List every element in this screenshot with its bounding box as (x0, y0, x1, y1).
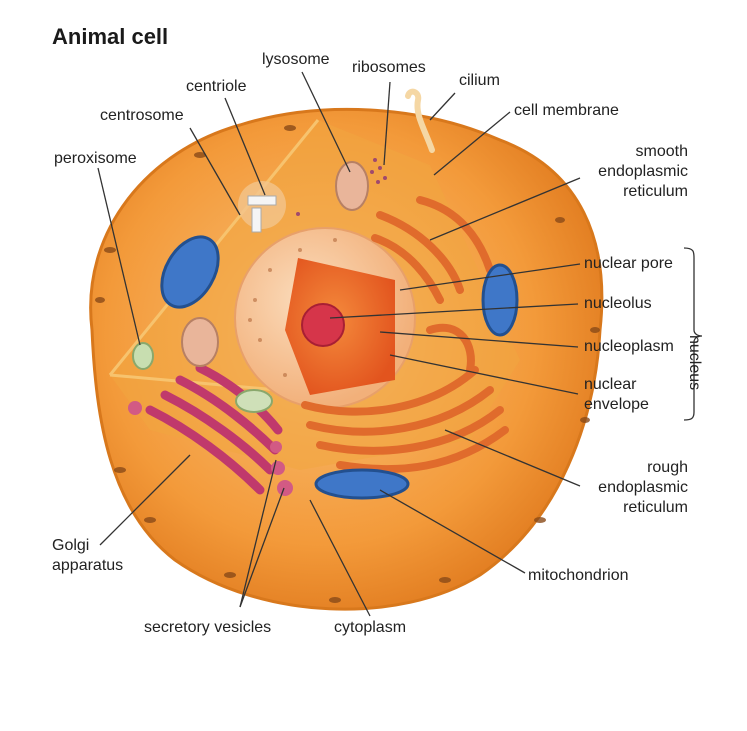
label-nuclear-pore: nuclear pore (584, 255, 673, 272)
leader-lines (97, 71, 703, 617)
label-nucleolus: nucleolus (584, 295, 652, 312)
mitochondria (160, 235, 519, 500)
label-cell-membrane: cell membrane (514, 102, 619, 119)
diagram-title: Animal cell (52, 24, 169, 49)
label-golgi-apparatus: Golgi apparatus (52, 537, 124, 574)
label-nuclear-envelope: nuclear envelope (584, 376, 649, 413)
membrane-pores (95, 125, 600, 603)
lysosome-shape (335, 161, 369, 211)
label-centriole: centriole (186, 78, 247, 95)
label-centrosome: centrosome (100, 107, 184, 124)
label-lysosome: lysosome (262, 51, 330, 68)
label-cilium: cilium (459, 72, 500, 89)
label-secretory-vesicles: secretory vesicles (144, 619, 272, 636)
er-shapes (301, 196, 509, 474)
centriole-shape (238, 181, 286, 233)
label-peroxisome: peroxisome (54, 150, 137, 167)
label-cytoplasm: cytoplasm (334, 619, 407, 636)
label-ribosomes: ribosomes (352, 59, 426, 76)
ribosomes-shape (296, 158, 387, 216)
peroxisome-shape (132, 342, 154, 370)
label-nucleus: nucleus (686, 335, 703, 391)
label-nucleoplasm: nucleoplasm (584, 338, 674, 355)
cilium-shape (405, 88, 435, 153)
label-smooth-er: smooth endoplasmic reticulum (598, 143, 688, 200)
label-rough-er: rough endoplasmic reticulum (598, 459, 688, 516)
label-mitochondrion: mitochondrion (528, 567, 629, 584)
nucleolus-shape (301, 303, 345, 347)
nuclear-pores (248, 238, 337, 377)
